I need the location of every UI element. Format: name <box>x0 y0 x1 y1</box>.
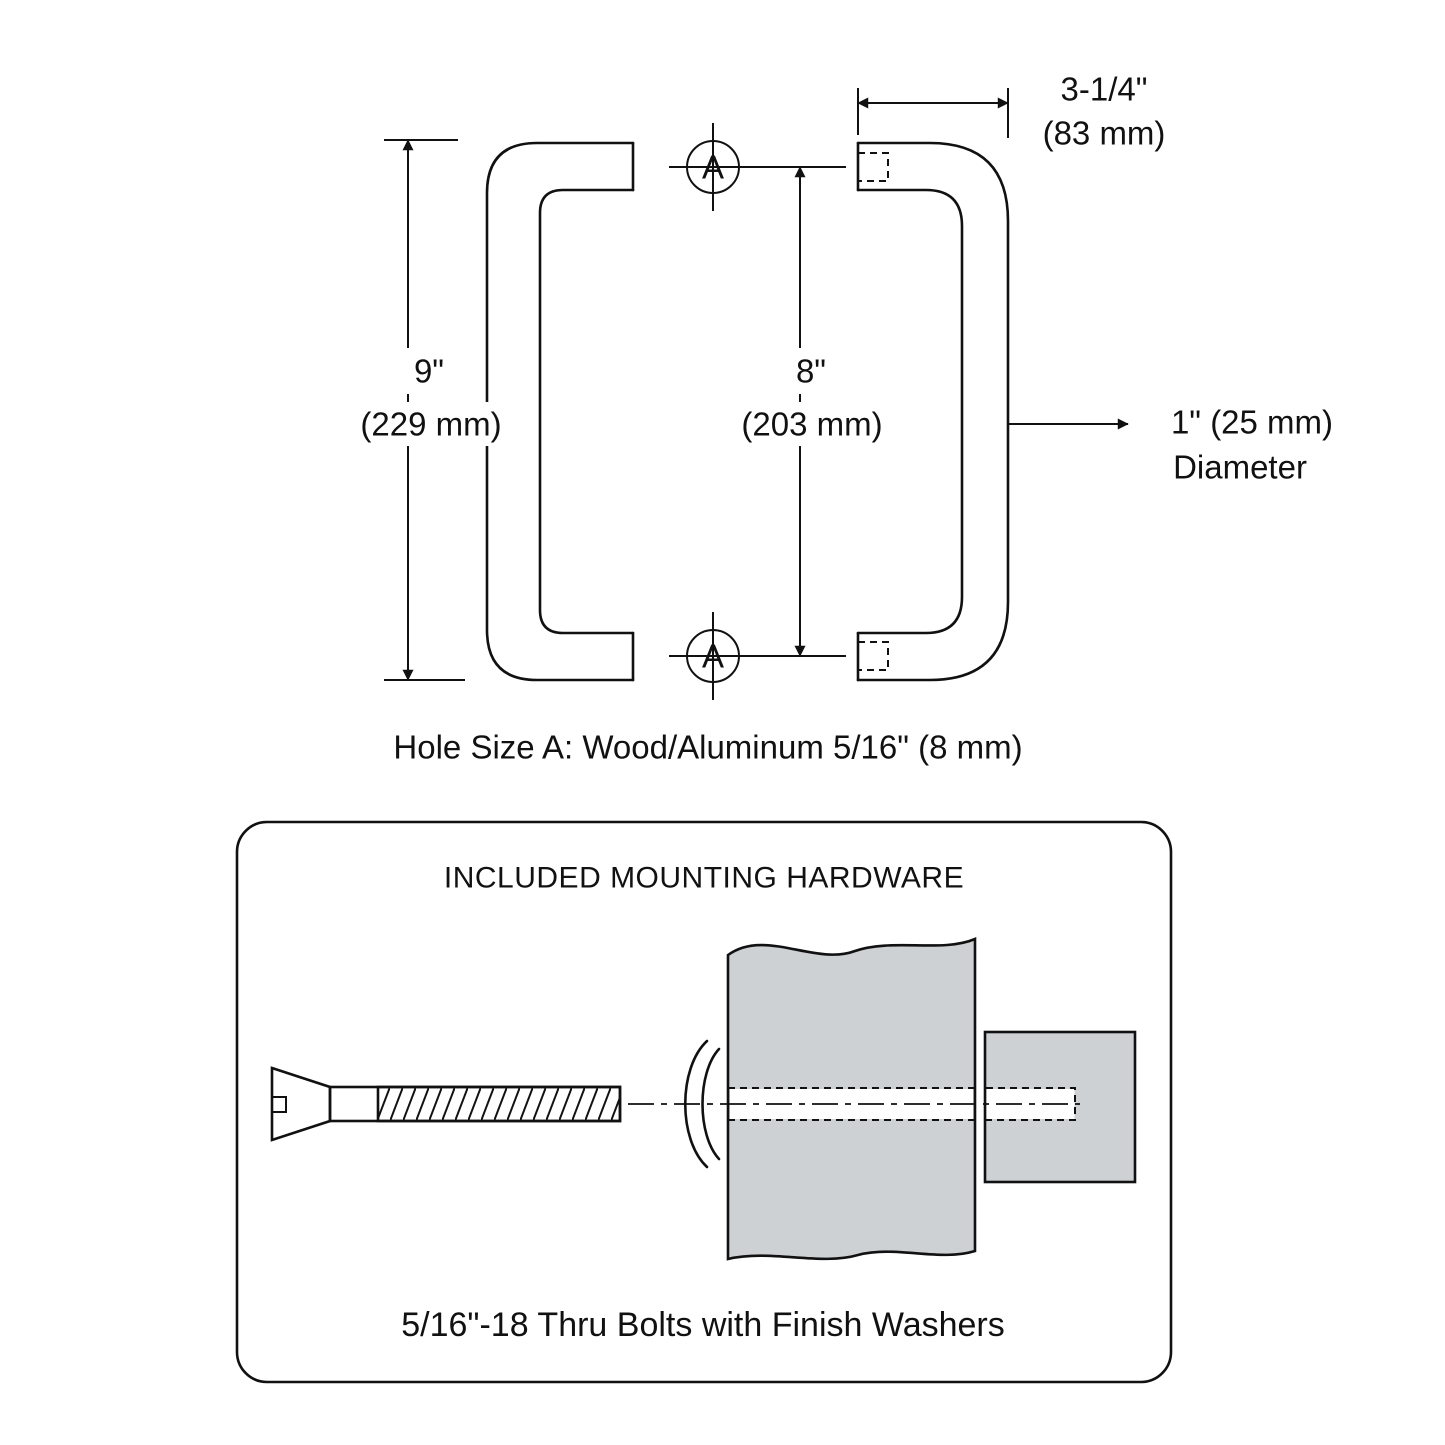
finish-washer <box>684 1039 721 1169</box>
hole-marker-top: A <box>669 123 757 211</box>
hole-marker-top-label: A <box>702 149 724 186</box>
bolt-threads <box>376 1085 622 1123</box>
finish-washer-inner-curve <box>701 1047 721 1161</box>
spacing-dimension-mm-label: (203 mm) <box>741 406 882 443</box>
projection-extension-lines <box>857 88 1009 138</box>
hole-size-note: Hole Size A: Wood/Aluminum 5/16" (8 mm) <box>393 729 1022 766</box>
panel-title: INCLUDED MOUNTING HARDWARE <box>444 862 964 895</box>
pull-handle-side-view <box>856 141 1010 682</box>
thru-bolt <box>270 1066 622 1142</box>
handle-front-inner-contour <box>538 188 635 635</box>
handle-side-outer-contour <box>856 141 1010 682</box>
height-extension-lines <box>384 139 465 681</box>
hole-marker-bottom-label: A <box>702 638 724 675</box>
height-dimension: 9" (229 mm) <box>360 139 502 681</box>
handle-side-inner-contour <box>856 188 964 635</box>
diameter-callout: 1" (25 mm) Diameter <box>1008 404 1333 486</box>
tapped-hole-bottom <box>857 641 889 671</box>
door-thru-hole-hidden-lines <box>728 1087 975 1121</box>
spacing-dimension-label: 8" <box>796 353 826 390</box>
hole-marker-top-crosshair <box>669 123 757 211</box>
panel-caption: 5/16"-18 Thru Bolts with Finish Washers <box>401 1306 1005 1344</box>
tapped-hole-top <box>857 152 889 182</box>
diameter-sub-label: Diameter <box>1173 449 1307 486</box>
handle-front-outer-contour <box>485 141 635 682</box>
hole-marker-bottom-crosshair <box>669 612 757 700</box>
height-dimension-label: 9" <box>414 353 444 390</box>
mounting-hardware-panel: INCLUDED MOUNTING HARDWARE 5/16"-18 Thru… <box>235 820 1173 1384</box>
hole-marker-bottom: A <box>669 612 757 700</box>
spacing-dimension: 8" (203 mm) <box>741 166 884 657</box>
spacing-mm-label-mask <box>742 402 884 446</box>
projection-dimension: 3-1/4" (83 mm) <box>857 71 1166 152</box>
projection-dimension-label: 3-1/4" <box>1061 71 1148 108</box>
height-mm-label-mask <box>360 402 502 446</box>
height-dimension-mm-label: (229 mm) <box>360 406 501 443</box>
spacing-label-mask <box>782 348 840 394</box>
projection-dimension-mm-label: (83 mm) <box>1043 115 1166 152</box>
height-label-mask <box>400 348 458 394</box>
pull-handle-front-view <box>485 141 635 682</box>
diameter-label: 1" (25 mm) <box>1171 404 1333 441</box>
finish-washer-outer-curve <box>684 1039 709 1169</box>
bolt-head-slot <box>272 1096 287 1113</box>
